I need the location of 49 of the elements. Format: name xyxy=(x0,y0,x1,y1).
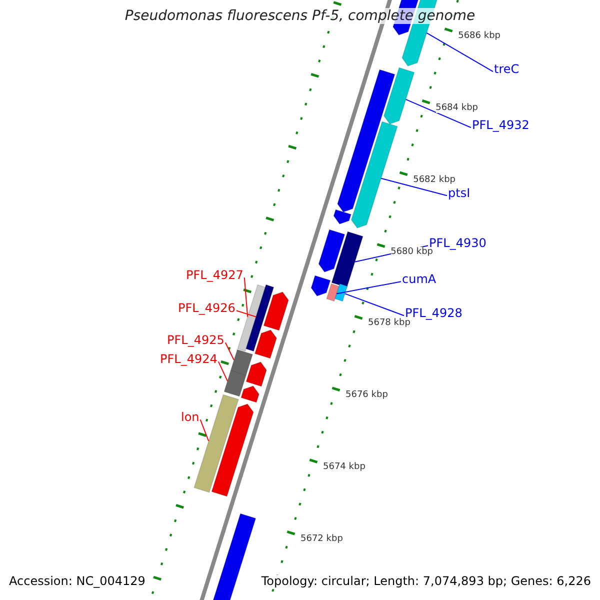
scale-label: 5682 kbp xyxy=(413,174,456,185)
gene-feature xyxy=(337,119,380,212)
leader-line xyxy=(344,293,404,316)
gene-feature xyxy=(230,349,254,376)
scale-label: 5676 kbp xyxy=(346,390,388,401)
gene-label: PFL_4924 xyxy=(160,353,218,367)
gene-feature xyxy=(318,229,346,272)
scale-label: 5686 kbp xyxy=(458,31,500,42)
gene-feature xyxy=(350,121,398,228)
gene-label: treC xyxy=(494,63,520,77)
gene-label: PFL_4927 xyxy=(186,269,244,283)
gene-label: PFL_4928 xyxy=(405,307,462,321)
footer-text: Topology: circular; Length: 7,074,893 bp; Genes: 6,226 xyxy=(261,575,591,589)
gene-feature xyxy=(333,209,352,224)
leader-line xyxy=(218,361,228,382)
gene-label: lon xyxy=(181,411,200,425)
scale-label: 5684 kbp xyxy=(436,102,478,114)
leader-line xyxy=(236,310,256,318)
gene-feature xyxy=(224,370,246,397)
gene-feature xyxy=(310,275,331,296)
scale-label: 5674 kbp xyxy=(323,462,366,472)
gene-feature xyxy=(331,231,364,288)
gene-label: PFL_4932 xyxy=(472,119,530,133)
gene-label: cumA xyxy=(402,273,436,287)
gene-label: PFL_4926 xyxy=(178,302,236,316)
diagram-title: Pseudomonas fluorescens Pf-5, complete genome xyxy=(124,8,476,24)
gene-label: PFL_4925 xyxy=(167,334,224,348)
leader-line xyxy=(380,178,448,196)
leader-line xyxy=(244,277,248,318)
leader-line xyxy=(336,281,402,294)
gene-feature xyxy=(334,283,348,302)
gene-feature xyxy=(326,283,340,302)
scale-label: 5672 kbp xyxy=(300,534,343,544)
gene-feature xyxy=(237,284,266,352)
footer-text: Accession: NC_004129 xyxy=(9,575,146,589)
leader-line xyxy=(224,342,234,361)
leader-line xyxy=(200,419,210,442)
leader-line xyxy=(405,98,472,128)
gene-feature xyxy=(246,284,274,352)
leader-line xyxy=(426,32,494,72)
scale-label: 5678 kbp xyxy=(368,318,410,329)
scale-label: 5680 kbp xyxy=(390,246,433,257)
gene-feature xyxy=(254,330,278,359)
gene-feature xyxy=(246,362,267,387)
gene-feature xyxy=(240,386,260,403)
gene-label: ptsI xyxy=(448,187,470,201)
gene-feature xyxy=(263,292,289,331)
gene-feature xyxy=(383,67,415,124)
gene-feature xyxy=(211,404,254,497)
